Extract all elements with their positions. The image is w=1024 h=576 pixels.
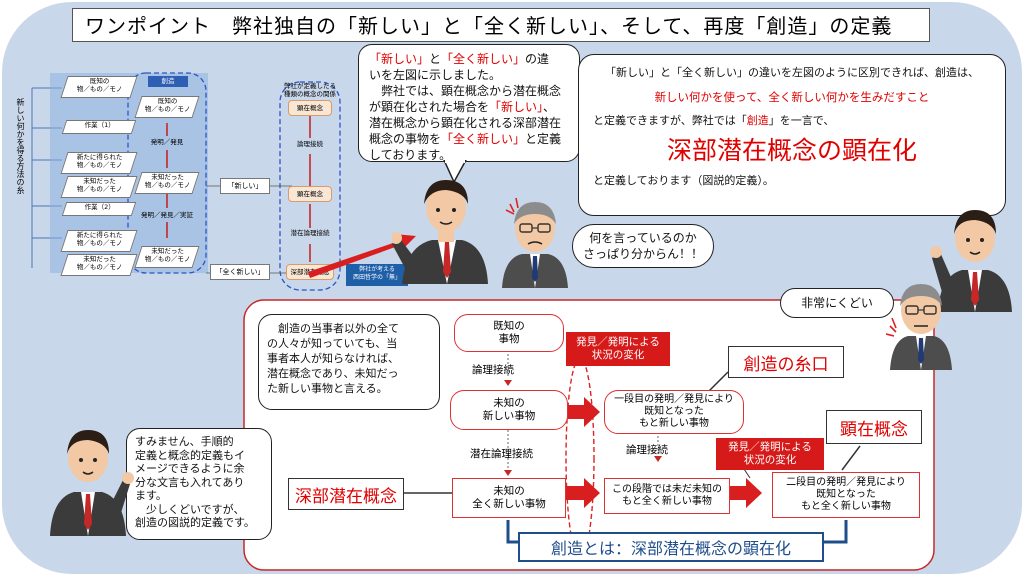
explanation-segment: と	[429, 52, 442, 66]
bubble-tail	[443, 160, 467, 184]
node-first-stage: 一段目の発明／発見により 既知となった もと新しい事物	[604, 390, 744, 434]
mini-label-all-new: 「全く新しい」	[210, 264, 270, 280]
explanation-line: 弊社では、顕在概念から潜在概念	[369, 83, 569, 99]
mini-center-item: 発明／発見／実証	[141, 211, 193, 219]
explanation-segment: 「新しい」	[489, 100, 544, 114]
tag-situation-change-2: 発見／発明による 状況の変化	[716, 438, 824, 470]
vertical-label: 新しい何かを得る方法の糸	[16, 98, 25, 194]
node-at-this-stage: この段階では未だ未知の もと全く新しい事物	[604, 478, 730, 514]
definition-line-1: 「新しい」と「全く新しい」の違いを左図のように区別できれば、創造は、	[605, 66, 979, 79]
label-logic-link: 論理接続	[472, 364, 514, 376]
mini-right-header: 弊社が定義したる 種類の概念の関係	[284, 82, 336, 98]
speech-bubble-apology: すみません、手順的 定義と概念的定義もイ メージできるように余 分な文言も入れて…	[126, 428, 272, 540]
mini-label-new: 「新しい」	[220, 178, 270, 194]
presenter-figure-1	[392, 180, 488, 284]
explanation-segment: しております。	[369, 148, 452, 162]
label-latent-link: 潜在論理接続	[470, 448, 533, 460]
definition-big: 深部潜在概念の顕在化	[666, 136, 917, 165]
explanation-line: 概念の事物を「全く新しい」と定義	[369, 131, 569, 147]
explanation-segment: 「新しい」	[369, 52, 430, 66]
tag-situation-change-1: 発見／発明による 状況の変化	[566, 332, 670, 366]
speech-bubble-explanation: 「新しい」と「全く新しい」の違いを左図に示しました。 弊社では、顕在概念から潜在…	[358, 44, 580, 162]
speech-bubble-annoyed: 非常にくどい	[780, 288, 894, 318]
node-known: 既知の 事物	[454, 314, 564, 352]
mini-right-item: 顕在概念	[288, 100, 332, 116]
presenter-figure-3	[50, 430, 134, 536]
explanation-segment: の違	[525, 52, 550, 66]
speech-bubble-definition: 「新しい」と「全く新しい」の違いを左図のように区別できれば、創造は、 新しい何か…	[578, 54, 1006, 216]
label-deep-latent: 深部潜在概念	[288, 478, 404, 510]
explanation-segment: 「全く新しい」	[441, 52, 526, 66]
speech-bubble-confused: 何を言っているのか さっぱり分からん！！	[572, 224, 714, 268]
pointer-arrow	[308, 234, 416, 278]
explanation-line: いを左図に示しました。	[369, 67, 569, 83]
node-second-stage: 二段目の発明／発見により 既知となった もと全く新しい事物	[772, 472, 920, 518]
boss-figure-annoyed	[885, 284, 952, 370]
speech-bubble-latent: 創造の当事者以外の全て の人々が知っていても、当 事者本人が知らなければ、 潜在…	[258, 314, 440, 410]
mini-right-item: 論理接続	[297, 140, 323, 148]
boss-figure-confused	[502, 197, 568, 288]
definition-banner: 創造とは：深部潜在概念の顕在化	[518, 532, 824, 562]
explanation-segment: 概念の事物を	[369, 132, 442, 146]
mini-right-item: 顕在概念	[288, 186, 332, 202]
explanation-segment: 弊社では、顕在概念から潜在概念	[369, 84, 562, 98]
mini-blue-tag: 弊社が考える 西田哲学の「無」	[346, 264, 408, 286]
explanation-line: 「新しい」と「全く新しい」の違	[369, 51, 569, 67]
explanation-segment: と定義	[525, 132, 562, 146]
mini-right-item: 潜在論理接続	[290, 229, 330, 237]
explanation-line: しております。	[369, 147, 569, 163]
explanation-line: 潜在概念から顕在化される深部潜在	[369, 115, 569, 131]
explanation-segment: いを左図に示しました。	[369, 68, 502, 82]
node-unknown-all-new: 未知の 全く新しい事物	[452, 478, 566, 518]
explanation-line: が顕在化された場合を「新しい」、	[369, 99, 569, 115]
node-unknown-new: 未知の 新しい事物	[450, 390, 568, 430]
presenter-figure-2	[930, 210, 1012, 312]
explanation-segment: 、	[543, 100, 556, 114]
page-title: ワンポイント 弊社独自の「新しい」と「全く新しい」、そして、再度「創造」の定義	[72, 8, 930, 42]
definition-line-3: と定義できますが、弊社では「創造」を一言で、	[593, 114, 835, 127]
definition-line-2: 新しい何かを使って、全く新しい何かを生みだすこと	[654, 90, 930, 104]
label-creation-origin: 創造の糸口	[728, 346, 844, 378]
mini-center-item: 発明／発見	[150, 138, 184, 146]
explanation-segment: 「全く新しい」	[441, 132, 526, 146]
explanation-segment: が顕在化された場合を	[369, 100, 490, 114]
label-manifest-concept: 顕在概念	[826, 410, 922, 444]
definition-line-4: と定義しております（図説的定義）。	[593, 174, 774, 187]
mini-diagram: 新しい何かを得る方法の糸 既知の 物／もの／モノ 作業（1） 新たに得られた 物…	[10, 68, 408, 298]
mini-center-header: 創造	[148, 76, 188, 87]
explanation-segment: 潜在概念から顕在化される深部潜在	[369, 116, 562, 130]
label-logic-link-2: 論理接続	[626, 444, 668, 456]
